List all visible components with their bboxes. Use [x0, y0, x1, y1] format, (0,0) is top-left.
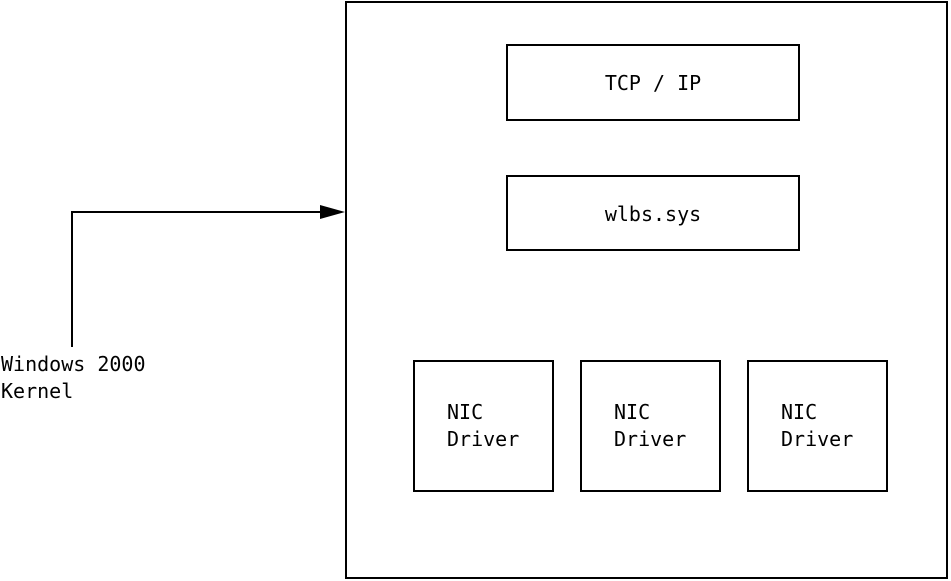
arrowhead-icon — [320, 205, 345, 219]
nic-driver-label: NIC — [781, 400, 817, 424]
kernel-container-box — [345, 1, 948, 579]
kernel-connector-line — [71, 211, 322, 347]
tcpip-box — [506, 44, 800, 121]
kernel-label: Windows 2000 — [1, 352, 146, 376]
nic-driver-label: Driver — [781, 427, 853, 451]
nic-driver-label: Driver — [614, 427, 686, 451]
wlbs-box — [506, 175, 800, 251]
kernel-label: Kernel — [1, 379, 73, 403]
nic-driver-box — [413, 360, 554, 492]
nic-driver-label: Driver — [447, 427, 519, 451]
nic-driver-box — [747, 360, 888, 492]
nic-driver-label: NIC — [447, 400, 483, 424]
tcpip-label: TCP / IP — [605, 71, 701, 95]
wlbs-label: wlbs.sys — [605, 202, 701, 226]
nic-driver-label: NIC — [614, 400, 650, 424]
nic-driver-box — [580, 360, 721, 492]
